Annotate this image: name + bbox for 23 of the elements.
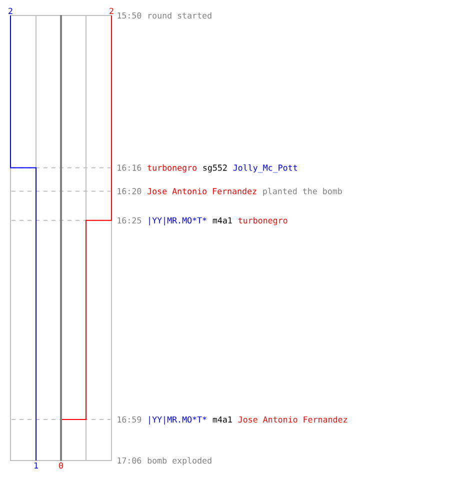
player-name: Jose Antonio Fernandez bbox=[238, 416, 347, 423]
count-label: 2 bbox=[110, 8, 114, 14]
weapon-name: m4a1 bbox=[212, 217, 232, 224]
event-text: bomb exploded bbox=[148, 457, 212, 466]
player-name: |YY|MR.MO*T* bbox=[149, 217, 206, 226]
player-name: Jolly_Mc_Pott bbox=[233, 164, 297, 173]
time-label: 17:06 bbox=[118, 457, 142, 464]
time-label: 16:16 bbox=[118, 164, 142, 171]
player-name: Jose Antonio Fernandez bbox=[148, 188, 256, 194]
time-label: 16:20 bbox=[118, 188, 142, 194]
count-label: 2 bbox=[8, 8, 12, 14]
weapon-name: sg552 bbox=[203, 164, 227, 172]
count-label: 0 bbox=[59, 462, 63, 469]
time-label: 16:25 bbox=[118, 217, 142, 224]
player-name: |YY|MR.MO*T* bbox=[149, 416, 206, 424]
time-label: 15:50 bbox=[118, 12, 142, 19]
weapon-name: m4a1 bbox=[212, 416, 232, 423]
time-label: 16:59 bbox=[118, 416, 142, 423]
event-text: round started bbox=[148, 12, 212, 19]
player-name: turbonegro bbox=[148, 164, 196, 172]
count-label: 1 bbox=[34, 462, 38, 468]
player-name: turbonegro bbox=[238, 217, 288, 226]
event-text: planted the bomb bbox=[263, 188, 342, 196]
